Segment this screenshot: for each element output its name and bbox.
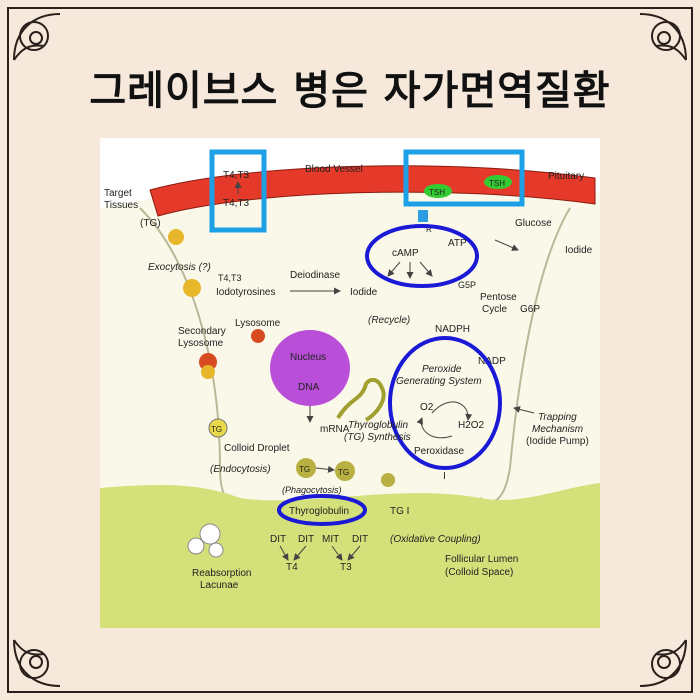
tsh-label-2: TSH [489,179,505,188]
tg-i-label: TG I [390,506,409,517]
blood-vessel-label: Blood Vessel [305,164,363,175]
colloid-space-label: (Colloid Space) [445,567,513,578]
exocytosis-label: Exocytosis (?) [148,262,211,273]
follicular-lumen [100,483,600,628]
tsh-ellipse-1 [424,184,452,198]
follicular-lumen-label: Follicular Lumen [445,554,518,565]
nucleus-label: Nucleus [290,352,326,363]
corner-swirl-bottom-left [13,639,61,687]
t4t3-highlight-box [209,149,267,233]
peroxidase-label: Peroxidase [414,446,464,457]
lysosome-label: Lysosome [235,318,281,329]
target-tissues-label-1: Target [104,188,132,199]
secondary-label: Secondary [178,326,226,337]
dna-label: DNA [298,382,319,393]
generating-system-label: Generating System [396,376,482,387]
tsh-receptor [418,210,428,222]
tsh-highlight-box [403,149,525,207]
exocytosed-vesicle [381,473,395,487]
dit-label-2: DIT [298,534,314,545]
g5p-label: G5P [458,280,476,290]
nucleus [270,330,350,406]
mit-label: MIT [322,534,339,545]
pituitary-label: Pituitary [548,171,584,182]
recycle-label: (Recycle) [368,315,410,326]
iodide-pump-label: (Iodide Pump) [526,436,589,447]
t4t3-top-label: T4,T3 [223,170,250,181]
mrna-label: mRNA [320,424,350,435]
dit-label-3: DIT [352,534,368,545]
peroxide-label: Peroxide [422,364,462,375]
nadp-label: NADP [478,356,506,367]
t4-label: T4 [286,562,298,573]
trapping-label: Trapping [538,412,577,423]
tg-vesicle-2-label: TG [338,468,349,477]
iodotyrosine-vesicle [183,279,201,297]
lacuna-3 [208,542,224,558]
t4t3-small-label: T4,T3 [218,273,242,283]
glucose-label: Glucose [515,218,552,229]
corner-swirl-top-right [639,13,687,61]
iodide-right-label: Iodide [565,245,593,256]
t3-label: T3 [340,562,352,573]
thyroglobulin-label: Thyroglobulin [289,506,349,517]
pentose-label: Pentose [480,292,517,303]
thyroglobulin-synthesis-label-2: (TG) Synthesis [344,432,411,443]
h2o2-label: H2O2 [458,420,485,431]
thyroglobulin-synthesis-label-1: Thyroglobulin [348,420,408,431]
tsh-label-1: TSH [429,188,445,197]
target-tissues-label-2: Tissues [104,200,138,211]
phagocytosis-label: (Phagocytosis) [282,485,342,495]
receptor-label: R [426,225,432,234]
t4t3-mid-label: T4,T3 [223,198,250,209]
o2-label: O2 [420,402,434,413]
tg-vesicle-1-label: TG [299,465,310,474]
colloid-droplet [208,418,228,438]
secondary-lysosome-yellow [201,365,215,379]
tg-vesicle-1 [296,458,316,478]
dit-label-1: DIT [270,534,286,545]
cell-membrane-right [479,207,571,503]
thyroid-cell-diagram: Blood Vessel Pituitary TSH TSH R T4,T3 T… [100,138,600,628]
lacuna-1 [199,523,221,545]
peroxide-highlight-circle [388,336,502,470]
camp-highlight-circle [365,224,479,288]
exocytosis-vesicle [168,229,184,245]
iodide-mid-label: Iodide [350,287,378,298]
camp-label: cAMP [392,248,419,259]
secondary-lysosome-red [199,353,217,371]
page-title: 그레이브스 병은 자가면역질환 [89,68,611,114]
i-symbol: I [443,471,446,482]
mechanism-label: Mechanism [532,424,583,435]
diagram-svg: Blood Vessel Pituitary TSH TSH R T4,T3 T… [100,149,600,628]
oxidative-coupling-label: (Oxidative Coupling) [390,534,481,545]
endocytosis-label: (Endocytosis) [210,464,271,475]
rough-er [336,377,386,422]
nadph-label: NADPH [435,324,470,335]
thyroglobulin-highlight-circle [277,494,367,526]
deiodinase-label: Deiodinase [290,270,340,281]
atp-label: ATP [448,238,467,249]
g6p-label: G6P [520,304,540,315]
iodotyrosines-label: Iodotyrosines [216,287,275,298]
tg-paren-label: (TG) [140,218,161,229]
corner-swirl-bottom-right [639,639,687,687]
lacunae-label: Lacunae [200,580,239,591]
lysosome-dot [251,329,265,343]
reabsorption-label: Reabsorption [192,568,251,579]
tsh-ellipse-2 [484,175,512,189]
corner-swirl-top-left [13,13,61,61]
colloid-droplet-label: Colloid Droplet [224,443,290,454]
cycle-label: Cycle [482,304,507,315]
blood-vessel [149,165,596,217]
tg-vesicle-2 [335,461,355,481]
colloid-droplet-tg: TG [211,425,222,434]
lacuna-2 [187,537,205,555]
secondary-lysosome-label: Lysosome [178,338,224,349]
